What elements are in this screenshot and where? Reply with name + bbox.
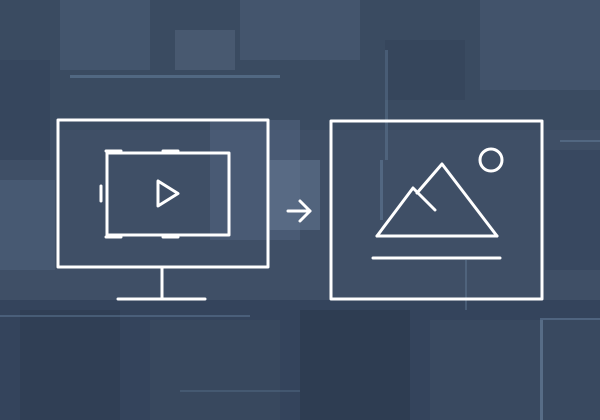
background-tile	[175, 30, 235, 70]
background-glow-line	[180, 390, 300, 392]
background-tile	[150, 320, 280, 420]
large-mountain	[415, 162, 499, 238]
small-mountain	[375, 186, 437, 238]
background-tile	[300, 310, 410, 420]
background-glow-line	[540, 320, 543, 420]
monitor-with-video-frame-icon	[56, 118, 270, 301]
background-glow-line	[540, 318, 600, 320]
background-tile	[545, 150, 600, 270]
video-frame	[99, 149, 231, 239]
background-tile	[20, 310, 120, 420]
background-tile	[480, 0, 600, 90]
video-frame-border	[105, 151, 231, 237]
background-glow-line	[385, 50, 388, 160]
background-tile	[0, 60, 50, 160]
background-tile	[0, 180, 55, 270]
image-mountains-sun-icon	[329, 119, 544, 301]
play-icon	[156, 179, 180, 208]
background-glow-line	[560, 140, 600, 142]
background-glow-line	[70, 75, 280, 78]
background-glow-line	[465, 260, 467, 310]
background-glow-line	[0, 315, 250, 317]
image-frame	[329, 119, 544, 301]
background-tile	[385, 40, 465, 100]
background-glow-line	[380, 160, 383, 220]
background-tile	[240, 0, 360, 60]
arrow-right-icon	[286, 199, 312, 223]
arrow-head	[298, 199, 312, 223]
background-tile	[270, 160, 320, 230]
background-tile	[430, 320, 600, 420]
sun-icon	[478, 147, 504, 173]
background-tile	[210, 120, 300, 240]
background-tile	[60, 0, 150, 70]
